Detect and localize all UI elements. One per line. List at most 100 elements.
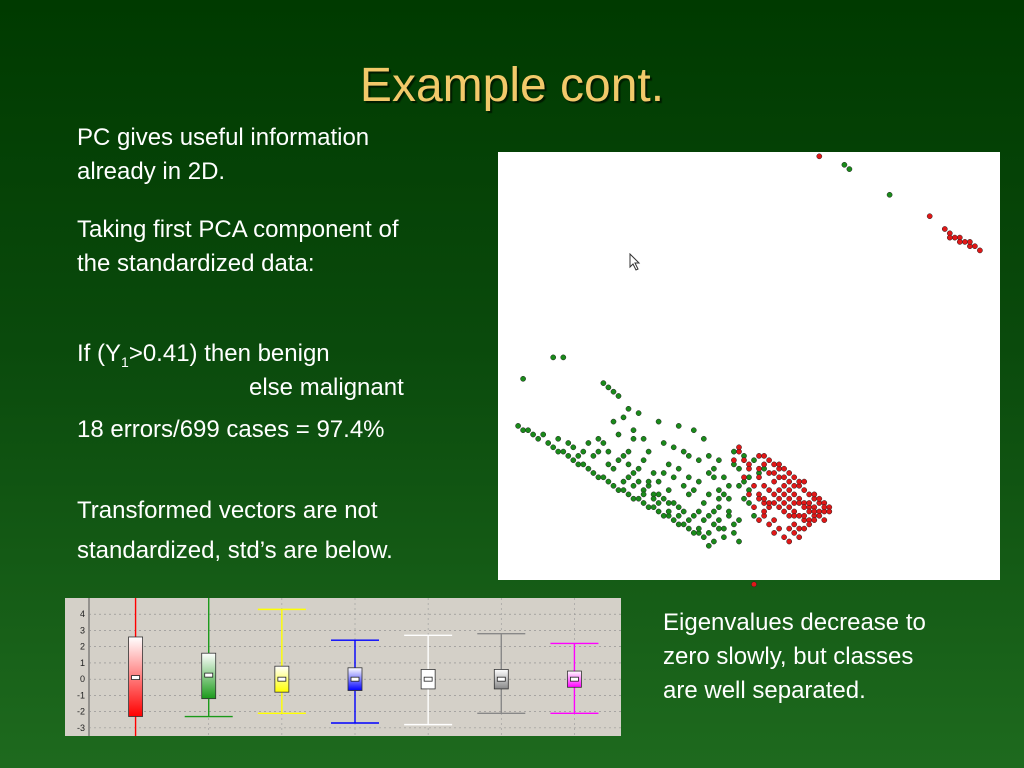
transformed-line-1: Transformed vectors are not: [77, 497, 378, 524]
scatter-point-malignant: [821, 517, 828, 523]
scatter-point-benign: [670, 444, 677, 451]
scatter-point-malignant: [806, 508, 813, 515]
scatter-point-malignant: [791, 530, 798, 536]
scatter-point-benign: [630, 482, 637, 489]
scatter-point-malignant: [756, 465, 762, 472]
scatter-point-benign: [690, 530, 697, 536]
scatter-point-benign: [705, 530, 712, 536]
scatter-point-benign: [655, 491, 662, 498]
scatter-point-benign: [846, 166, 853, 172]
scatter-point-malignant: [746, 491, 752, 498]
scatter-point-malignant: [801, 487, 808, 493]
scatter-point-malignant: [786, 525, 793, 532]
scatter-point-benign: [630, 435, 637, 442]
scatter-point-malignant: [786, 487, 793, 493]
scatter-point-benign: [575, 461, 582, 468]
scatter-point-benign: [640, 500, 647, 506]
box-median: [423, 676, 433, 682]
transformed-line-2: standardized, std’s are below.: [77, 537, 393, 564]
scatter-point-malignant: [766, 500, 772, 506]
scatter-point-malignant: [962, 239, 968, 245]
scatter-point-benign: [655, 478, 662, 485]
scatter-point-malignant: [786, 504, 793, 511]
scatter-point-benign: [721, 474, 727, 481]
scatter-point-benign: [721, 491, 727, 498]
scatter-point-malignant: [781, 465, 787, 472]
scatter-point-benign: [650, 470, 657, 476]
scatter-point-benign: [580, 461, 587, 468]
scatter-point-benign: [736, 538, 742, 545]
scatter-point-malignant: [776, 487, 782, 493]
scatter-point-benign: [620, 487, 627, 493]
scatter-point-malignant: [786, 478, 793, 485]
scatter-point-benign: [660, 512, 667, 519]
scatter-point-benign: [726, 508, 732, 515]
scatter-point-benign: [565, 453, 572, 459]
scatter-point-benign: [590, 470, 597, 476]
scatter-point-benign: [645, 478, 652, 485]
scatter-point-benign: [600, 474, 607, 481]
scatter-point-benign: [620, 453, 627, 459]
scatter-point-malignant: [766, 487, 772, 493]
scatter-point-benign: [711, 521, 717, 528]
scatter-point-benign: [685, 517, 692, 523]
scatter-point-malignant: [771, 530, 777, 536]
scatter-point-benign: [716, 517, 722, 523]
scatter-point-malignant: [776, 525, 782, 532]
pca-scatter-plot: [498, 152, 1000, 588]
scatter-point-benign: [600, 440, 607, 446]
pca-text: Taking first PCA component of the standa…: [77, 216, 399, 277]
scatter-point-benign: [685, 491, 692, 498]
y-tick-label: 1: [80, 658, 85, 668]
scatter-point-malignant: [796, 534, 803, 541]
scatter-point-benign: [736, 482, 742, 489]
scatter-point-benign: [595, 435, 602, 442]
scatter-point-benign: [721, 525, 727, 532]
scatter-point-benign: [695, 457, 702, 464]
scatter-point-malignant: [751, 504, 757, 511]
scatter-point-benign: [716, 525, 722, 532]
scatter-point-malignant: [776, 504, 782, 511]
scatter-point-malignant: [766, 470, 772, 476]
rule-prefix: If (Y: [77, 340, 122, 367]
scatter-point-benign: [585, 440, 592, 446]
scatter-point-benign: [565, 440, 572, 446]
scatter-point-benign: [751, 512, 757, 519]
scatter-point-benign: [620, 414, 627, 421]
scatter-point-benign: [711, 538, 717, 545]
rule-line: If (Y1>0.41) then benign: [77, 337, 330, 379]
scatter-point-benign: [630, 470, 637, 476]
scatter-point-malignant: [791, 474, 798, 481]
scatter-point-benign: [595, 474, 602, 481]
scatter-point-malignant: [946, 234, 953, 241]
scatter-point-benign: [630, 427, 637, 434]
scatter-point-malignant: [771, 478, 777, 485]
scatter-point-benign: [615, 393, 622, 399]
scatter-point-benign: [736, 517, 742, 523]
scatter-point-malignant: [771, 500, 777, 506]
scatter-point-benign: [695, 478, 702, 485]
scatter-point-benign: [535, 435, 542, 442]
scatter-point-malignant: [766, 457, 772, 464]
scatter-point-benign: [655, 418, 662, 425]
scatter-point-malignant: [736, 444, 742, 451]
scatter-point-benign: [550, 354, 557, 361]
scatter-point-benign: [635, 410, 642, 416]
box-median: [350, 676, 360, 682]
scatter-point-benign: [540, 431, 547, 438]
scatter-point-malignant: [761, 461, 767, 468]
scatter-point-malignant: [791, 491, 798, 498]
scatter-point-malignant: [951, 234, 958, 241]
scatter-point-benign: [680, 508, 687, 515]
rule-subscript: 1: [121, 353, 129, 370]
scatter-point-benign: [545, 440, 552, 446]
scatter-point-benign: [570, 444, 577, 451]
scatter-point-malignant: [801, 525, 808, 532]
scatter-point-benign: [560, 448, 567, 455]
scatter-point-malignant: [761, 453, 767, 459]
scatter-point-malignant: [756, 517, 762, 523]
scatter-point-benign: [841, 161, 848, 168]
scatter-point-malignant: [781, 482, 787, 489]
scatter-point-malignant: [761, 482, 767, 489]
